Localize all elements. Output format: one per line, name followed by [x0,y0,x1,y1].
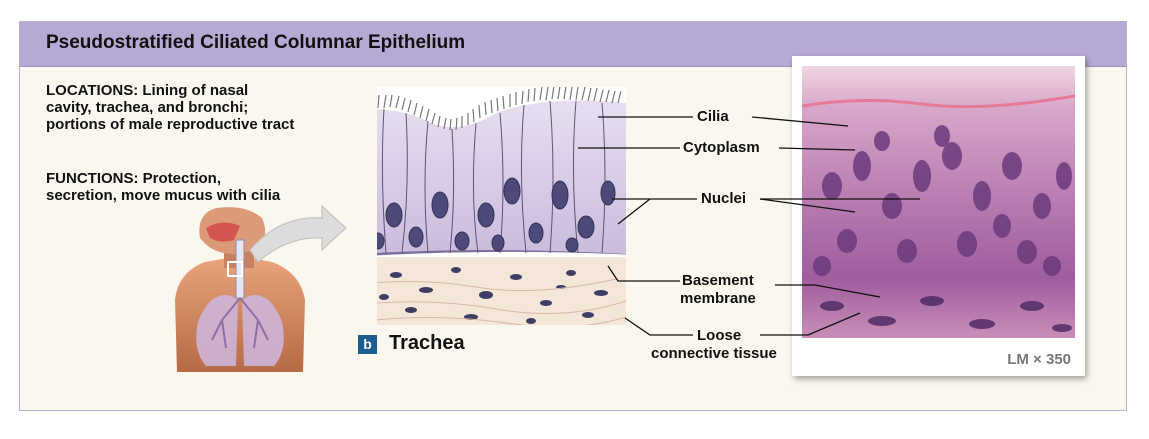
micrograph-cilia-edge [802,94,1075,109]
label-cytoplasm: Cytoplasm [683,139,760,156]
cilia-fringe [377,87,622,131]
figure-title: Pseudostratified Ciliated Columnar Epith… [46,32,466,53]
label-basement-line1: Basement [682,272,754,289]
micrograph-image [802,66,1075,338]
trachea-drawing [377,87,626,325]
label-basement-line2: membrane [680,290,756,307]
label-nuclei: Nuclei [701,190,747,207]
epithelial-nuclei [377,177,616,253]
micrograph-nuclei [813,125,1072,276]
functions-text: FUNCTIONS: Protection, secretion, move m… [46,170,281,204]
locations-text: LOCATIONS: Lining of nasal cavity, trach… [46,82,295,133]
magnification-label: LM × 350 [1007,351,1071,368]
panel-badge: b [358,335,377,354]
connective-nuclei [379,267,608,324]
title-bar: Pseudostratified Ciliated Columnar Epith… [20,22,1126,67]
label-cilia: Cilia [697,108,729,125]
micrograph-card: LM × 350 [792,56,1085,376]
label-loose-line1: Loose [697,327,742,344]
connective-fibers [377,278,626,325]
label-loose-line2: connective tissue [651,345,777,362]
micrograph-connective-nuclei [820,296,1072,332]
panel-caption: Trachea [389,332,465,354]
